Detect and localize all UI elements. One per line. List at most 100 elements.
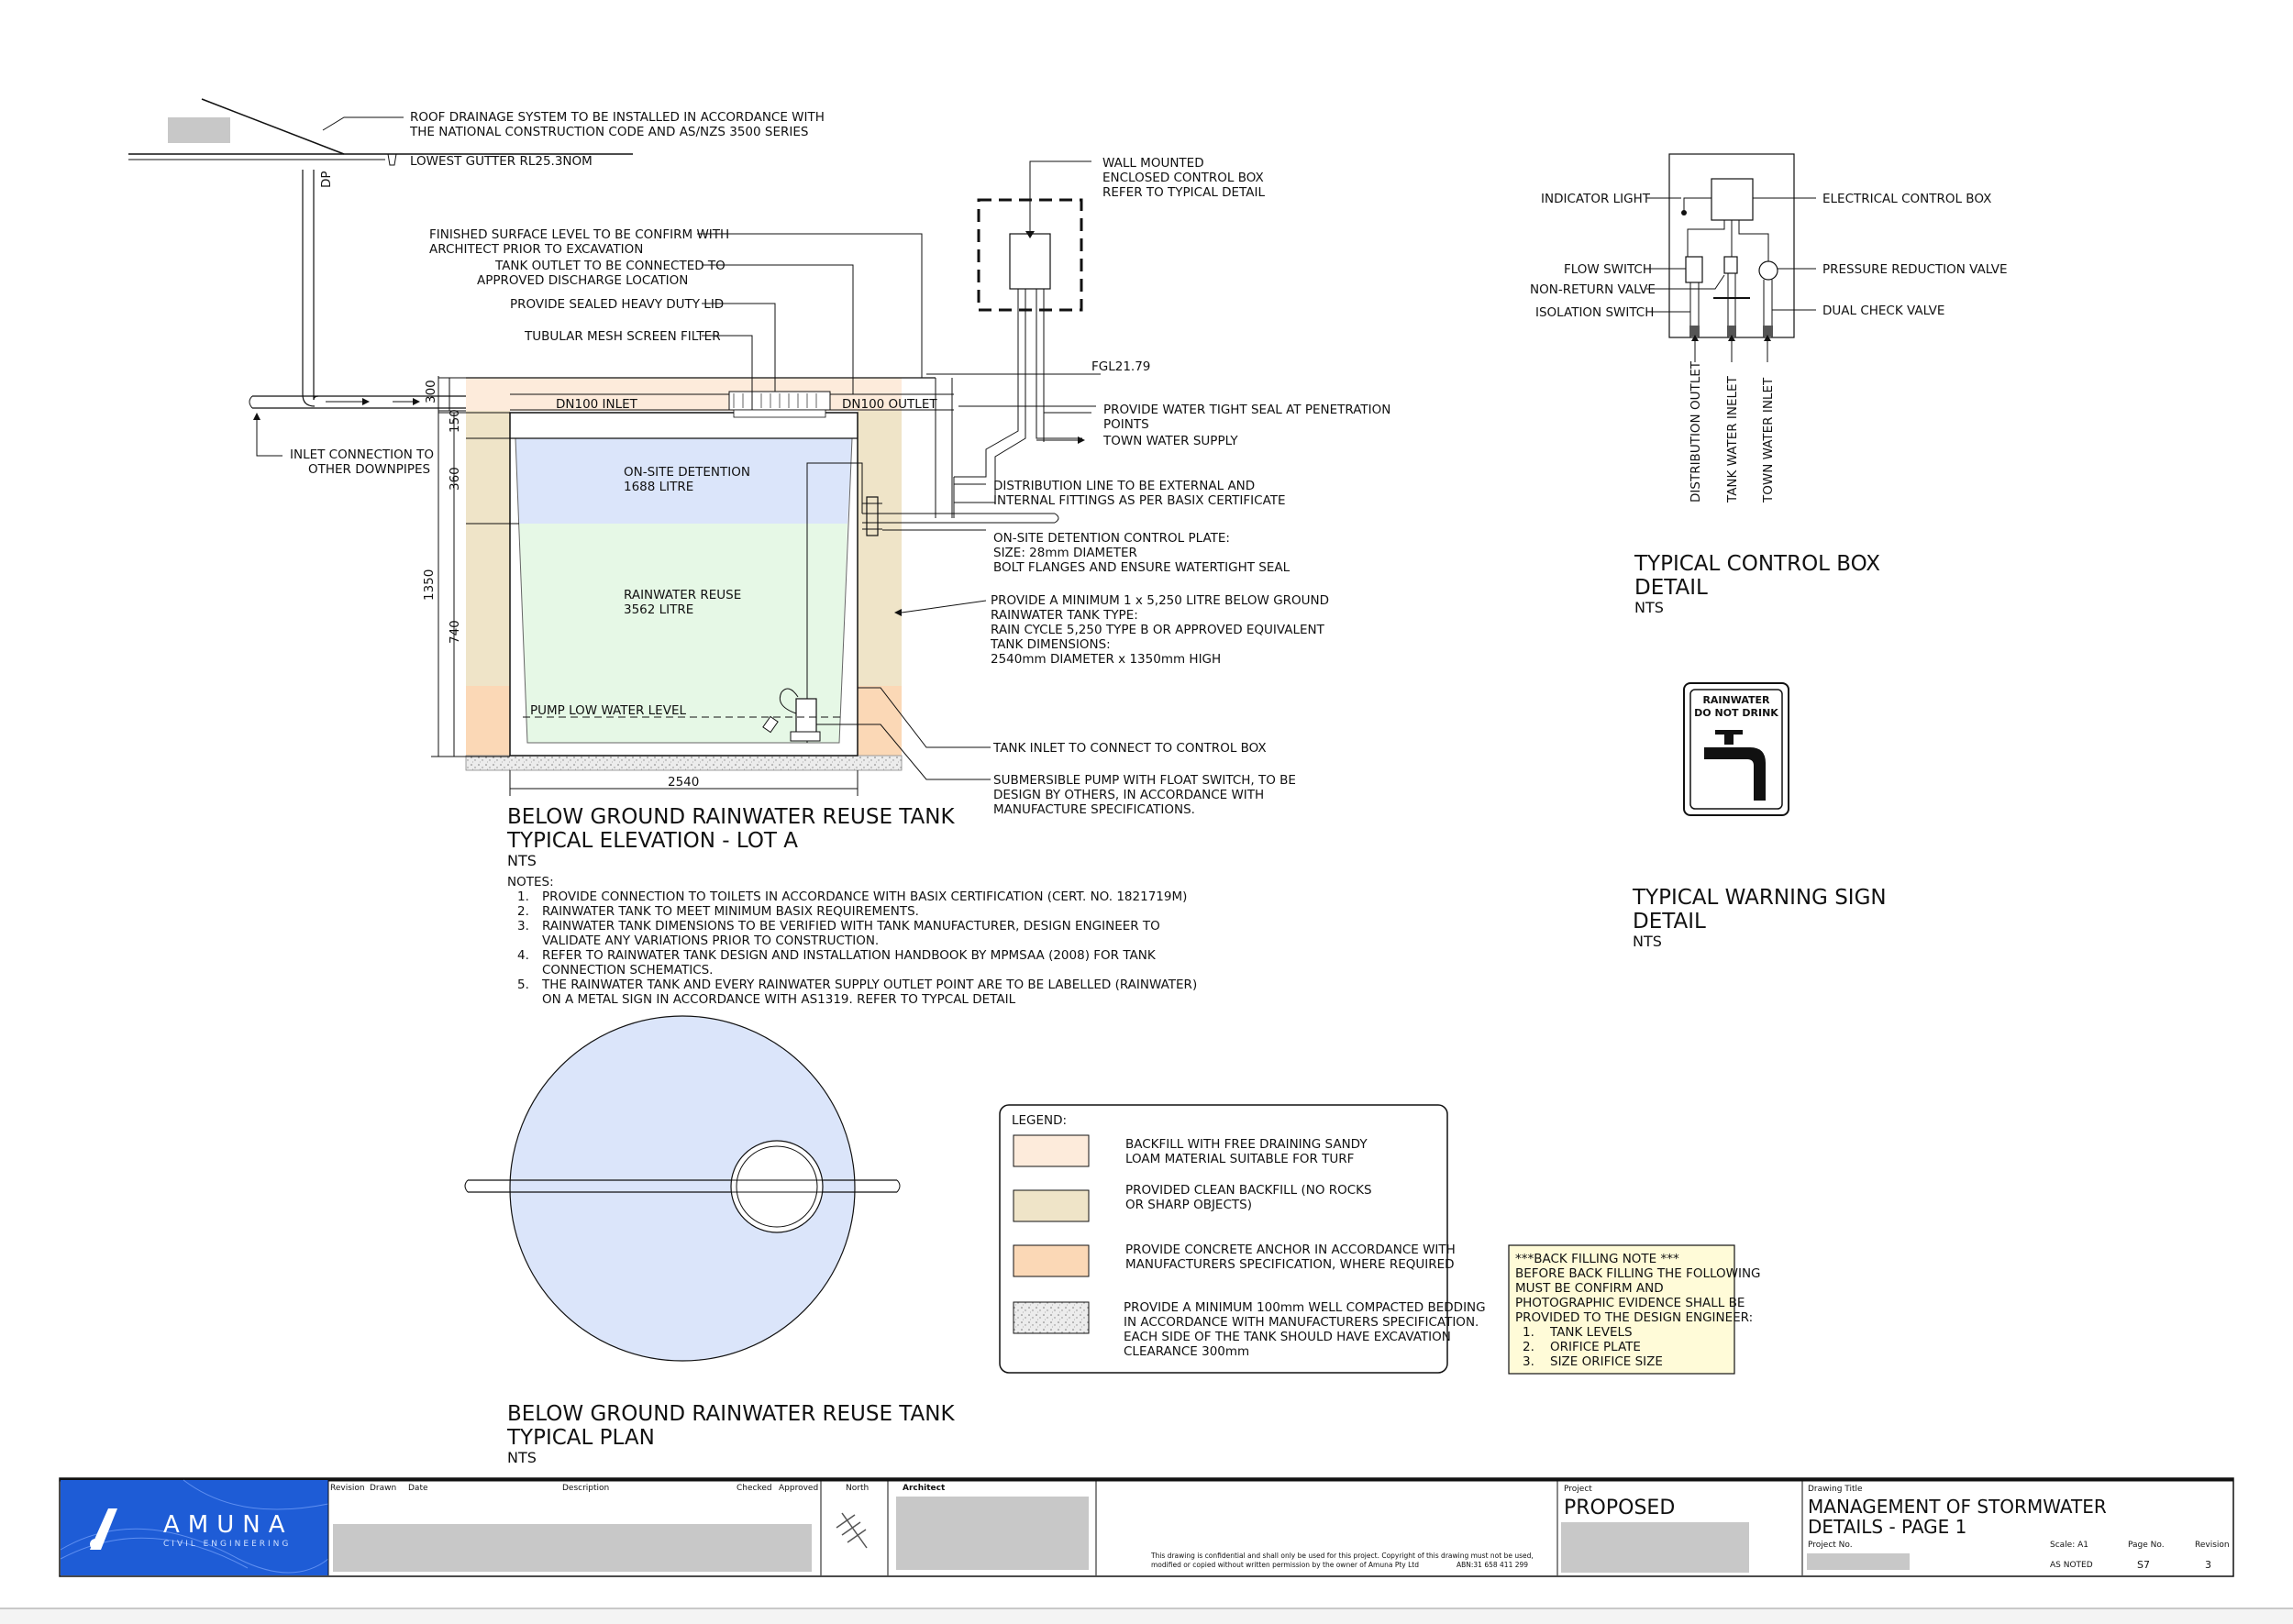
svg-text:ENCLOSED CONTROL BOX: ENCLOSED CONTROL BOX xyxy=(1102,171,1264,185)
logo-text: AMUNA xyxy=(163,1511,293,1539)
dim-2540: 2540 xyxy=(668,775,699,790)
svg-text:SIZE ORIFICE SIZE: SIZE ORIFICE SIZE xyxy=(1550,1354,1663,1369)
clean-backfill-left xyxy=(466,411,510,686)
fgl-label: FGL21.79 xyxy=(1091,359,1150,374)
submersible-pump xyxy=(762,688,821,742)
svg-text:PROVIDED TO THE DESIGN ENGINEE: PROVIDED TO THE DESIGN ENGINEER: xyxy=(1515,1310,1753,1325)
redacted-architect xyxy=(896,1497,1089,1570)
svg-text:1688 LITRE: 1688 LITRE xyxy=(624,480,693,494)
tank-elevation: ROOF DRAINAGE SYSTEM TO BE INSTALLED IN … xyxy=(128,98,1390,869)
dim-300: 300 xyxy=(424,380,438,403)
mesh-filter-label: TUBULAR MESH SCREEN FILTER xyxy=(524,329,721,344)
svg-text:Date: Date xyxy=(408,1484,428,1493)
svg-text:2.: 2. xyxy=(517,904,529,919)
dim-740: 740 xyxy=(448,620,462,644)
legend-swatch-sandy xyxy=(1013,1134,1090,1167)
svg-text:LOAM MATERIAL SUITABLE FOR TUR: LOAM MATERIAL SUITABLE FOR TURF xyxy=(1125,1152,1354,1166)
svg-text:ORIFICE PLATE: ORIFICE PLATE xyxy=(1550,1340,1641,1354)
sheet-bottom-band xyxy=(0,1608,2293,1624)
svg-text:Checked: Checked xyxy=(737,1484,772,1493)
svg-text:RAINWATER TANK TYPE:: RAINWATER TANK TYPE: xyxy=(991,608,1138,623)
redacted-project-no xyxy=(1807,1553,1910,1570)
plan-title: BELOW GROUND RAINWATER REUSE TANK xyxy=(507,1402,955,1426)
non-return-label: NON-RETURN VALVE xyxy=(1530,282,1656,297)
control-box-title: TYPICAL CONTROL BOX xyxy=(1634,552,1880,576)
svg-text:Page No.: Page No. xyxy=(2128,1541,2165,1550)
svg-text:OR SHARP OBJECTS): OR SHARP OBJECTS) xyxy=(1125,1198,1252,1212)
svg-text:REFER TO TYPICAL DETAIL: REFER TO TYPICAL DETAIL xyxy=(1102,185,1265,200)
title-block: AMUNA CIVIL ENGINEERING Revision Drawn D… xyxy=(59,1477,2234,1577)
svg-text:ON A METAL SIGN IN ACCORDANCE: ON A METAL SIGN IN ACCORDANCE WITH AS131… xyxy=(542,992,1016,1007)
svg-text:EACH SIDE OF THE TANK SHOULD H: EACH SIDE OF THE TANK SHOULD HAVE EXCAVA… xyxy=(1124,1330,1451,1344)
dim-360: 360 xyxy=(448,467,462,491)
finished-surface-label: FINISHED SURFACE LEVEL TO BE CONFIRM WIT… xyxy=(429,227,729,242)
svg-text:DETAIL: DETAIL xyxy=(1634,576,1708,600)
tank-inlet-label: TANK INLET TO CONNECT TO CONTROL BOX xyxy=(992,741,1267,756)
svg-text:IN ACCORDANCE WITH MANUFACTURE: IN ACCORDANCE WITH MANUFACTURERS SPECIFI… xyxy=(1124,1315,1479,1330)
sub-pump-label: SUBMERSIBLE PUMP WITH FLOAT SWITCH, TO B… xyxy=(993,773,1296,788)
elevation-title: BELOW GROUND RAINWATER REUSE TANK xyxy=(507,805,955,829)
svg-text:Scale: A1: Scale: A1 xyxy=(2050,1541,2088,1550)
svg-text:DESIGN BY OTHERS, IN ACCORDANC: DESIGN BY OTHERS, IN ACCORDANCE WITH xyxy=(993,788,1264,802)
control-box xyxy=(1009,233,1051,290)
plan-lid-circle xyxy=(730,1140,824,1233)
roof-note: ROOF DRAINAGE SYSTEM TO BE INSTALLED IN … xyxy=(410,110,825,125)
svg-text:PHOTOGRAPHIC EVIDENCE SHALL BE: PHOTOGRAPHIC EVIDENCE SHALL BE xyxy=(1515,1296,1745,1310)
svg-text:SIZE: 28mm DIAMETER: SIZE: 28mm DIAMETER xyxy=(993,546,1137,560)
reuse-zone xyxy=(519,524,847,743)
svg-text:North: North xyxy=(846,1484,869,1493)
svg-text:2.: 2. xyxy=(1523,1340,1534,1354)
concrete-anchor-right xyxy=(858,686,902,756)
legend-swatch-bedding xyxy=(1013,1301,1090,1334)
project-name: PROPOSED xyxy=(1564,1497,1675,1519)
distribution-label: DISTRIBUTION LINE TO BE EXTERNAL AND xyxy=(993,479,1255,493)
svg-text:MANUFACTURE SPECIFICATIONS.: MANUFACTURE SPECIFICATIONS. xyxy=(993,802,1195,817)
abn-text: ABN:31 658 411 299 xyxy=(1457,1561,1528,1569)
dual-check-label: DUAL CHECK VALVE xyxy=(1822,304,1944,318)
svg-text:PROVIDE CONNECTION TO TOILETS: PROVIDE CONNECTION TO TOILETS IN ACCORDA… xyxy=(542,889,1187,904)
legend-heading: LEGEND: xyxy=(1012,1113,1067,1128)
svg-text:PROVIDE CONCRETE ANCHOR IN AC: PROVIDE CONCRETE ANCHOR IN ACCORDANCE WI… xyxy=(1125,1243,1456,1257)
svg-text:3562 LITRE: 3562 LITRE xyxy=(624,602,693,617)
isolation-switch-label: ISOLATION SWITCH xyxy=(1535,305,1654,320)
svg-text:Drawn: Drawn xyxy=(370,1484,396,1493)
tank-outlet-label: TANK OUTLET TO BE CONNECTED TO xyxy=(494,259,726,273)
svg-text:VALIDATE ANY VARIATIONS PRIOR: VALIDATE ANY VARIATIONS PRIOR TO CONSTRU… xyxy=(542,934,879,948)
distribution-outlet-label: DISTRIBUTION OUTLET xyxy=(1689,360,1703,503)
warning-sign-scale: NTS xyxy=(1633,933,1662,950)
svg-text:BEFORE BACK FILLING THE FOLLOW: BEFORE BACK FILLING THE FOLLOWING xyxy=(1515,1266,1761,1281)
svg-text:2540mm DIAMETER x 1350mm HIGH: 2540mm DIAMETER x 1350mm HIGH xyxy=(991,652,1221,667)
detention-zone xyxy=(515,438,852,524)
svg-text:Project: Project xyxy=(1564,1485,1592,1494)
svg-text:INTERNAL FITTINGS AS PER BASIX: INTERNAL FITTINGS AS PER BASIX CERTIFICA… xyxy=(993,493,1286,508)
dimension-lines xyxy=(431,376,858,796)
pressure-reduction-label: PRESSURE REDUCTION VALVE xyxy=(1822,262,2008,277)
svg-text:Approved: Approved xyxy=(779,1484,818,1493)
svg-text:RAINWATER TANK DIMENSIONS TO B: RAINWATER TANK DIMENSIONS TO BE VERIFIED… xyxy=(542,919,1160,934)
dim-1350: 1350 xyxy=(422,569,437,601)
north-arrow-icon xyxy=(836,1512,868,1549)
svg-text:Drawing Title: Drawing Title xyxy=(1808,1485,1863,1494)
water-tight-label: PROVIDE WATER TIGHT SEAL AT PENETRATION xyxy=(1103,403,1390,417)
svg-text:APPROVED DISCHARGE LOCATION: APPROVED DISCHARGE LOCATION xyxy=(477,273,688,288)
confidential-text: This drawing is confidential and shall o… xyxy=(1150,1552,1534,1560)
sign-rainwater-text: RAINWATER xyxy=(1702,694,1770,706)
town-water-inlet-label: TOWN WATER INLET xyxy=(1761,377,1776,503)
legend-swatch-concrete xyxy=(1013,1244,1090,1277)
svg-text:BACKFILL WITH FREE DRAINING SA: BACKFILL WITH FREE DRAINING SANDY xyxy=(1125,1137,1368,1152)
svg-text:POINTS: POINTS xyxy=(1103,417,1149,432)
min-tank-label: PROVIDE A MINIMUM 1 x 5,250 LITRE BELOW … xyxy=(991,593,1329,608)
redacted-block xyxy=(168,117,230,143)
svg-text:TANK LEVELS: TANK LEVELS xyxy=(1549,1325,1633,1340)
svg-text:Project No.: Project No. xyxy=(1808,1541,1853,1550)
svg-text:MUST BE CONFIRM AND: MUST BE CONFIRM AND xyxy=(1515,1281,1664,1296)
clean-backfill-right xyxy=(858,411,902,686)
plan-tank-circle xyxy=(509,1015,856,1362)
control-plate xyxy=(866,496,879,536)
svg-text:5.: 5. xyxy=(517,978,529,992)
sign-do-not-drink-text: DO NOT DRINK xyxy=(1694,707,1778,719)
control-box-detail: INDICATOR LIGHT ELECTRICAL CONTROL BOX F… xyxy=(1530,153,2008,616)
svg-text:***BACK FILLING NOTE ***: ***BACK FILLING NOTE *** xyxy=(1515,1252,1679,1266)
sealed-lid-label: PROVIDE SEALED HEAVY DUTY LID xyxy=(510,297,724,312)
